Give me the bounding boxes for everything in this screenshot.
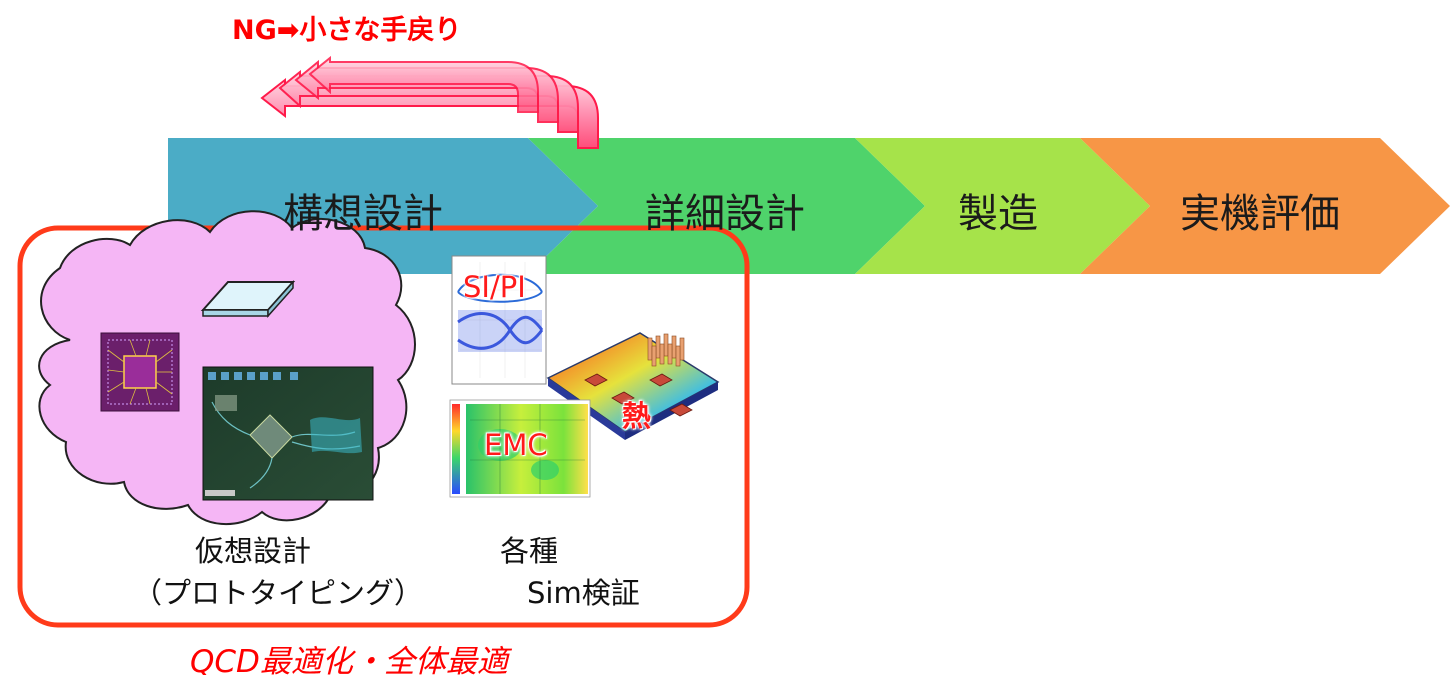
pcb-layout-icon (202, 366, 374, 501)
stage-label-detail: 詳細設計 (645, 191, 805, 237)
feedback-label: NG➡小さな手戻り (232, 15, 462, 46)
emc-tag: EMC (484, 428, 548, 462)
stage-label-concept: 構想設計 (283, 191, 443, 237)
chip-layout-icon (100, 332, 180, 412)
sim-verification-caption: Sim検証 (527, 576, 640, 610)
si-pi-eye-diagram-icon (451, 255, 547, 385)
thermal-tag: 熱 (622, 399, 652, 433)
stage-chevron-manufacture (855, 138, 1150, 274)
thermal-board-icon (546, 332, 720, 440)
feedback-arrow-4 (308, 55, 539, 113)
qcd-optimization-label: QCD最適化・全体最適 (190, 644, 508, 675)
si-pi-tag: SI/PI (463, 270, 526, 304)
stage-chevron-detail (528, 138, 925, 274)
prototyping-caption: （プロトタイピング） (133, 576, 424, 610)
stage-label-evaluation: 実機評価 (1180, 191, 1340, 237)
emc-field-map-icon (449, 399, 591, 498)
simulation-caption: 各種 (500, 534, 559, 568)
virtual-design-frame (17, 225, 750, 628)
package-slab-icon (200, 280, 296, 318)
virtual-design-caption: 仮想設計 (195, 534, 312, 568)
stage-chevron-evaluation (1080, 138, 1450, 274)
feedback-arrows (260, 55, 599, 149)
stage-label-manufacture: 製造 (958, 191, 1038, 237)
